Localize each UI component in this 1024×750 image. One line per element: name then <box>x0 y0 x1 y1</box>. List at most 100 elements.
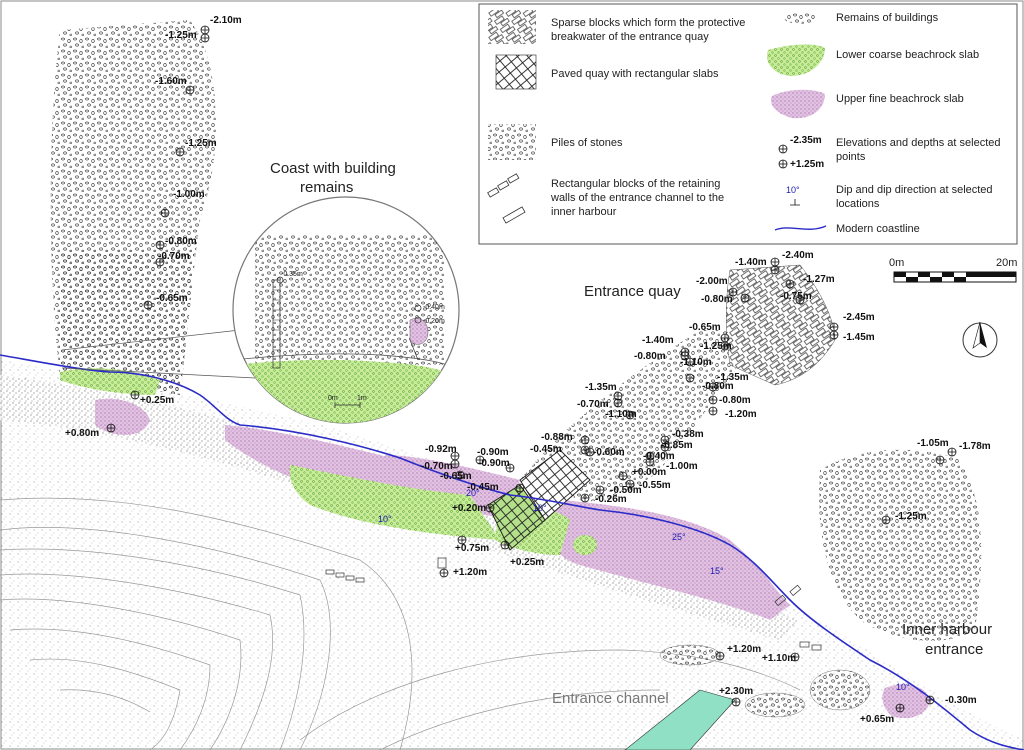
legend: Sparse blocks which form the protective … <box>478 3 1018 245</box>
legend-dip-symbol <box>790 199 800 206</box>
lower-beachrock-west <box>60 368 160 395</box>
elevation-point: -0.80m <box>634 351 690 362</box>
legend-rect-blocks-line1: Rectangular blocks of the retaining <box>551 178 720 190</box>
elevation-point: -0.92m <box>425 444 460 461</box>
legend-elev-neg: -2.35m <box>790 135 822 146</box>
elevation-point: -0.80m <box>702 381 734 392</box>
crosshair-lines <box>626 411 634 419</box>
elevation-label: +1.10m <box>762 653 796 664</box>
elevation-label: -0.80m <box>165 236 197 247</box>
elevation-point: -0.45m <box>467 482 525 493</box>
legend-coastline: Modern coastline <box>836 223 920 235</box>
elevation-point: -1.00m <box>645 457 698 472</box>
breakwater-blocks <box>726 264 836 386</box>
legend-elev-pos: +1.25m <box>790 159 824 170</box>
crosshair-lines <box>186 86 194 94</box>
crosshair-lines <box>506 464 514 472</box>
elevation-point: -1.40m <box>735 257 780 275</box>
rubble-south <box>659 644 871 718</box>
label-coast-line1: Coast with building <box>270 160 396 177</box>
legend-coastline-swatch <box>774 225 827 231</box>
dip-labels: 20°10°10°25°15°10° <box>378 488 910 692</box>
elevation-label: -0.65m <box>689 322 721 333</box>
elevation-point: -1.05m <box>917 438 949 465</box>
elevation-point: -1.25m <box>175 138 217 157</box>
legend-sparse-blocks-line2: breakwater of the entrance quay <box>551 31 709 43</box>
elevation-label: -1.00m <box>173 189 205 200</box>
elevation-point: -0.85m <box>660 440 693 452</box>
elevation-label: -1.27m <box>803 274 835 285</box>
elevation-point: -1.25m <box>700 341 732 352</box>
elevation-label: -0.80m <box>634 351 666 362</box>
dip-label: 10° <box>378 514 392 524</box>
north-arrow-icon <box>962 321 998 358</box>
elevation-label: -1.60m <box>155 76 187 87</box>
inset-scale-start: 0m <box>328 395 338 402</box>
crosshair-lines <box>686 358 694 366</box>
elevation-label: -1.20m <box>725 409 757 420</box>
legend-elevation-symbol <box>778 144 788 169</box>
inset-elev-3: -0.20m <box>423 318 445 325</box>
elevation-point: +1.10m <box>762 652 800 664</box>
crosshair-lines <box>626 480 634 488</box>
label-inner-harbour-line2: entrance <box>925 641 983 658</box>
legend-remains-swatch <box>784 12 816 24</box>
elevation-point: +0.20m <box>452 503 495 514</box>
crosshair-lines <box>771 258 779 266</box>
scale-end: 20m <box>996 257 1017 269</box>
crosshair-lines <box>686 374 694 382</box>
elevation-label: -0.40m <box>643 451 675 462</box>
scale-start: 0m <box>889 257 904 269</box>
elevation-point: -0.50m <box>595 485 642 496</box>
legend-rect-blocks-line2: walls of the entrance channel to the <box>550 192 724 204</box>
legend-remains: Remains of buildings <box>836 12 939 24</box>
legend-dip-line2: locations <box>836 198 880 210</box>
crosshair-lines <box>830 323 838 331</box>
crosshair-lines <box>948 448 956 456</box>
elevation-label: -0.70m <box>421 461 453 472</box>
elevation-label: -0.92m <box>425 444 457 455</box>
crosshair-lines <box>176 148 184 156</box>
elevation-label: +1.20m <box>453 567 487 578</box>
elevation-label: -0.55m <box>639 480 671 491</box>
elevation-label: -0.45m <box>530 444 562 455</box>
legend-paved-quay-swatch <box>495 54 537 90</box>
elevation-label: -1.40m <box>735 257 767 268</box>
inset-elev-1: -0.35m <box>281 271 303 278</box>
legend-lower-slab-swatch <box>766 44 825 76</box>
dip-label: 15° <box>710 566 724 576</box>
elevation-point: -1.35m <box>685 372 749 383</box>
elevation-point: -1.00m <box>160 189 205 218</box>
upper-beachrock-inner <box>882 684 930 719</box>
elevation-point: -0.90m <box>478 458 515 473</box>
elevation-point: +0.25m <box>130 390 174 406</box>
crosshair-lines <box>201 26 209 34</box>
elevation-label: -0.90m <box>478 458 510 469</box>
crosshair-lines <box>681 352 689 360</box>
crosshair-lines <box>516 484 524 492</box>
elevation-point: -1.60m <box>155 76 195 95</box>
elevation-label: -0.65m <box>440 471 472 482</box>
elevation-label: +1.20m <box>727 644 761 655</box>
elevation-point: -0.55m <box>625 479 671 491</box>
elevation-label: -0.80m <box>702 381 734 392</box>
modern-coastline <box>0 354 1024 750</box>
legend-piles-swatch <box>488 124 536 160</box>
elevation-label: -1.25m <box>700 341 732 352</box>
elevation-point: +1.20m <box>715 644 761 661</box>
crosshair-lines <box>107 424 115 432</box>
crosshair-lines <box>741 294 749 302</box>
legend-lower-slab: Lower coarse beachrock slab <box>836 49 979 61</box>
inset-detail: -0.35m -0.40m -0.20m 0m 1m <box>232 196 460 424</box>
elevation-label: -0.26m <box>595 494 627 505</box>
inset-point-1 <box>276 276 284 284</box>
crosshair-lines <box>156 241 164 249</box>
elevation-point: -0.30m <box>925 695 977 706</box>
crosshair-lines <box>161 209 169 217</box>
elevation-point: -1.10m <box>680 357 712 368</box>
crosshair-lines <box>458 536 466 544</box>
elevation-label: -1.35m <box>585 382 617 393</box>
crosshair-lines <box>581 494 589 502</box>
pile-stones-quay <box>520 330 760 502</box>
